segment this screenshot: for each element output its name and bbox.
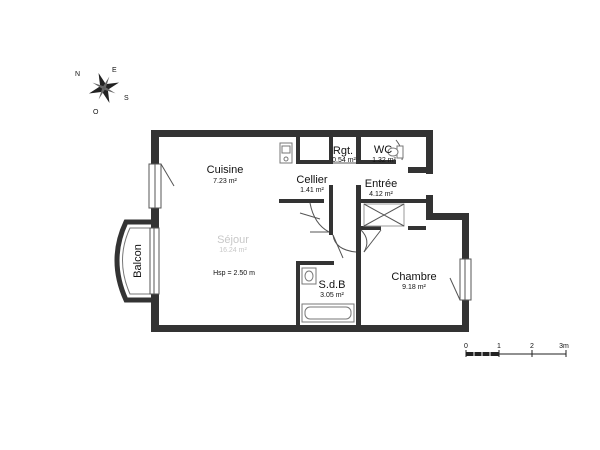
scale-tick-label: 0: [464, 343, 468, 350]
compass-east-label: E: [112, 67, 117, 74]
room-name: S.d.B: [319, 279, 346, 291]
room-chambre: Chambre 9.18 m²: [391, 271, 436, 291]
bathtub-icon: [301, 303, 355, 323]
room-area: 4.12 m²: [369, 191, 393, 198]
room-name: Rgt.: [333, 145, 353, 157]
room-area: 1.41 m²: [300, 187, 324, 194]
room-area: 0.54 m²: [332, 157, 356, 164]
ceiling-height: Hsp = 2.50 m: [213, 270, 255, 277]
compass-north-label: N: [75, 71, 80, 78]
washbasin-icon: [301, 267, 317, 285]
compass-rose-icon: N E S O: [75, 67, 129, 116]
toilet-icon: [387, 145, 404, 159]
room-rgt: Rgt. 0.54 m²: [332, 145, 356, 164]
balcony: Balcon: [114, 219, 160, 303]
room-name: Séjour: [217, 234, 249, 246]
window-kitchen: [148, 163, 175, 209]
scale-bar: 0 1 2 3m: [464, 343, 569, 357]
room-name: Entrée: [365, 178, 397, 190]
room-area: 7.23 m²: [213, 178, 237, 185]
room-area: 9.18 m²: [402, 284, 426, 291]
room-cellier: Cellier 1.41 m²: [296, 174, 328, 194]
room-entree: Entrée 4.12 m²: [365, 178, 397, 198]
room-name: Chambre: [391, 271, 436, 283]
interior-walls: [279, 137, 426, 327]
doors: [299, 139, 405, 259]
scale-tick-label: 1: [497, 343, 501, 350]
room-area: 3.05 m²: [320, 292, 344, 299]
scale-tick-label: 2: [530, 343, 534, 350]
compass-west-label: O: [93, 109, 99, 116]
compass-south-label: S: [124, 95, 129, 102]
room-area: 1.32 m²: [372, 157, 396, 164]
room-cuisine: Cuisine 7.23 m²: [207, 164, 244, 185]
room-name: Cellier: [296, 174, 328, 186]
scale-tick-label: 3m: [559, 343, 569, 350]
room-sejour: Séjour 16.24 m² Hsp = 2.50 m: [213, 234, 255, 277]
window-bedroom: [449, 258, 472, 301]
kitchen-sink-icon: [279, 142, 293, 164]
room-area: 16.24 m²: [219, 247, 247, 254]
room-wc: WC 1.32 m²: [372, 144, 396, 164]
balcony-label: Balcon: [132, 244, 144, 278]
room-name: WC: [374, 144, 392, 156]
room-sdb: S.d.B 3.05 m²: [319, 279, 346, 299]
room-name: Cuisine: [207, 164, 244, 176]
